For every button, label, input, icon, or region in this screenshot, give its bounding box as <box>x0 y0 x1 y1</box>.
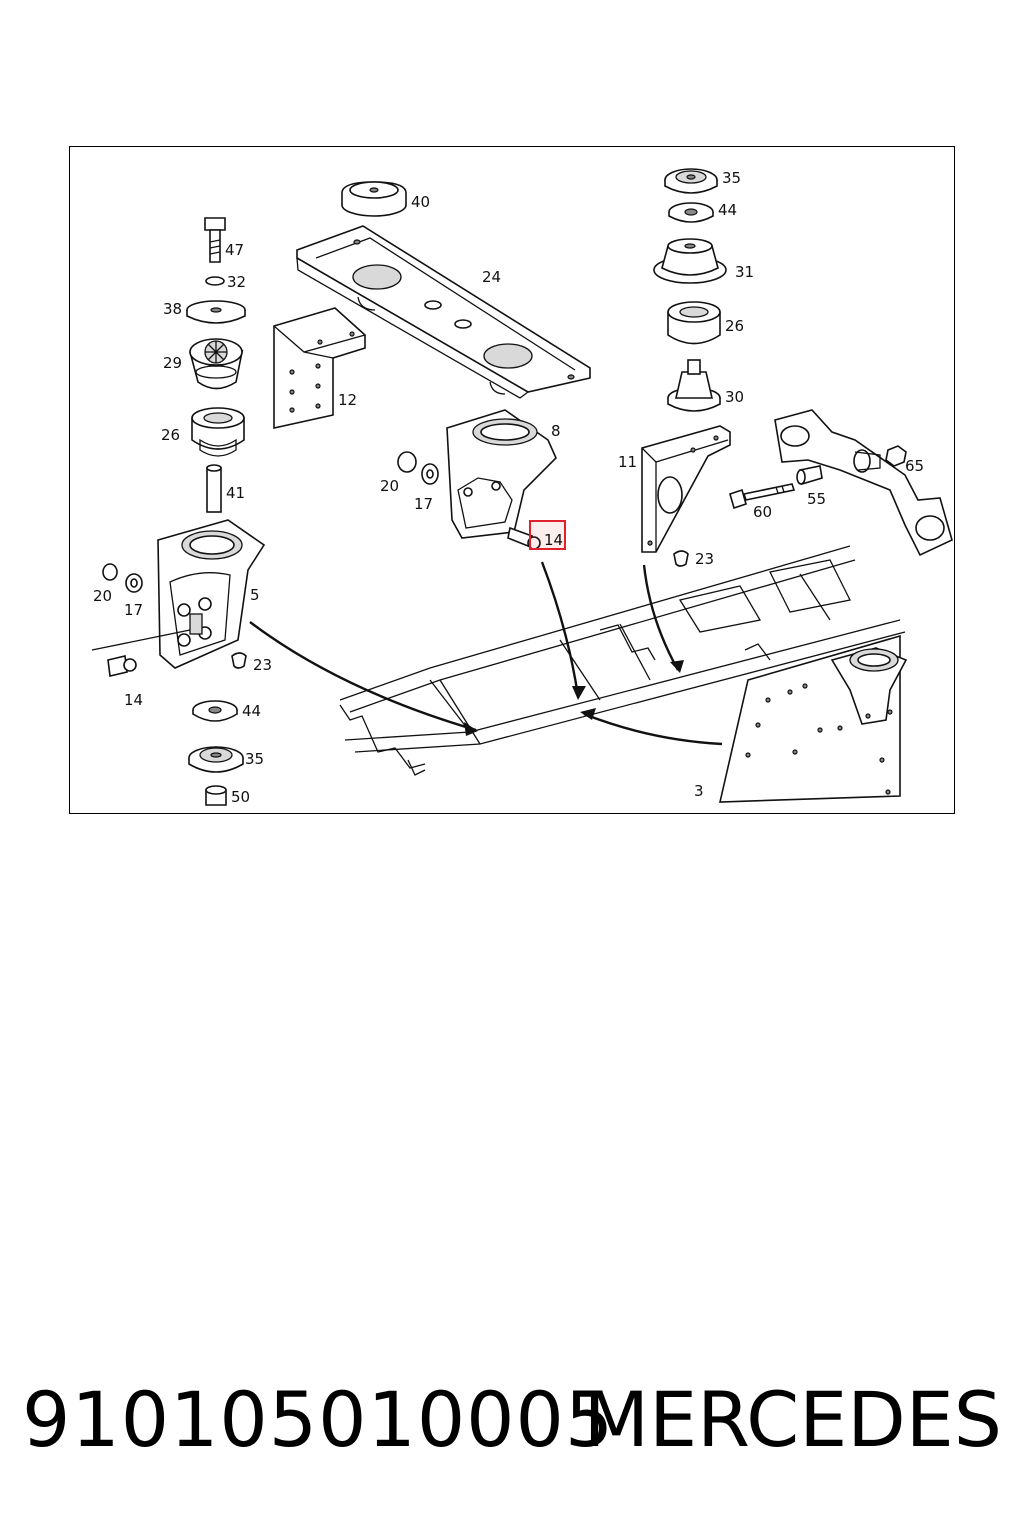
part-8-bracket-center <box>446 409 557 539</box>
part-31-mount <box>653 238 727 284</box>
label-41: 41 <box>226 484 245 502</box>
label-5: 5 <box>250 586 260 604</box>
label-40: 40 <box>411 193 430 211</box>
part-26-bushing-left <box>191 407 245 457</box>
part-30-stud-mount <box>667 359 721 412</box>
part-23-plug-left <box>231 652 247 669</box>
label-38: 38 <box>163 300 182 318</box>
assembly-arrows <box>249 561 723 746</box>
label-30: 30 <box>725 388 744 406</box>
label-31: 31 <box>735 263 754 281</box>
part-65-pipe-bracket <box>774 409 953 557</box>
label-14-center: 14 <box>544 531 563 549</box>
part-50-nut <box>205 785 227 806</box>
label-20-center: 20 <box>380 477 399 495</box>
part-11-triangle-bracket <box>641 425 731 553</box>
brand-name: MERCEDES <box>583 1375 1002 1464</box>
callout-labels: 40 24 12 47 32 38 29 26 41 8 20 17 14 20… <box>93 169 924 806</box>
part-20-nut-center <box>397 451 417 473</box>
arrow-bracket-right <box>642 564 680 671</box>
arrow-bracket-left <box>249 621 477 732</box>
label-35-left: 35 <box>245 750 264 768</box>
part-3-frame-plate <box>718 634 908 803</box>
label-23-right: 23 <box>695 550 714 568</box>
part-41-sleeve <box>206 464 222 513</box>
label-14-left: 14 <box>124 691 143 709</box>
part-35-mount-right <box>664 168 718 194</box>
part-12-bracket-plate <box>273 307 366 429</box>
label-65: 65 <box>905 457 924 475</box>
label-26-left: 26 <box>161 426 180 444</box>
highlight-box <box>529 520 566 550</box>
label-47: 47 <box>225 241 244 259</box>
label-44-left: 44 <box>242 702 261 720</box>
part-24-crossmember <box>296 225 591 399</box>
part-26-bushing-right <box>667 301 721 345</box>
part-40-mount <box>341 181 407 217</box>
part-38-washer <box>186 300 246 324</box>
label-32: 32 <box>227 273 246 291</box>
part-20-nut-left <box>102 563 118 581</box>
label-23-left: 23 <box>253 656 272 674</box>
part-14-bolt-left <box>91 629 191 677</box>
label-35-right: 35 <box>722 169 741 187</box>
part-44-washer-left <box>192 700 238 722</box>
label-20-left: 20 <box>93 587 112 605</box>
arrow-bracket-center <box>540 561 580 697</box>
label-60: 60 <box>753 503 772 521</box>
label-55: 55 <box>807 490 826 508</box>
label-3: 3 <box>694 782 704 800</box>
part-60-bolt <box>729 483 796 510</box>
part-32-washer <box>205 276 225 286</box>
label-29: 29 <box>163 354 182 372</box>
label-26-right: 26 <box>725 317 744 335</box>
label-8: 8 <box>551 422 561 440</box>
label-24: 24 <box>482 268 501 286</box>
label-11: 11 <box>618 453 637 471</box>
label-50: 50 <box>231 788 250 806</box>
part-29-bushing <box>189 338 244 390</box>
part-17-washer-center <box>421 463 439 485</box>
footer: 91010501000​5 MERCEDES <box>0 1376 1024 1476</box>
label-12: 12 <box>338 391 357 409</box>
part-5-bracket-left <box>157 519 266 669</box>
part-35-mount-left <box>188 746 244 773</box>
label-44-right: 44 <box>718 201 737 219</box>
part-23-plug-right <box>673 550 689 567</box>
label-17-left: 17 <box>124 601 143 619</box>
part-44-washer-right <box>668 202 714 223</box>
part-65-nut <box>885 445 907 467</box>
arrow-frame-plate <box>583 712 723 746</box>
label-17-center: 17 <box>414 495 433 513</box>
part-17-washer-left <box>125 573 143 593</box>
part-47-bolt <box>204 217 226 263</box>
part-55-sleeve <box>796 465 823 486</box>
part-number: 91010501000​5 <box>22 1375 615 1464</box>
